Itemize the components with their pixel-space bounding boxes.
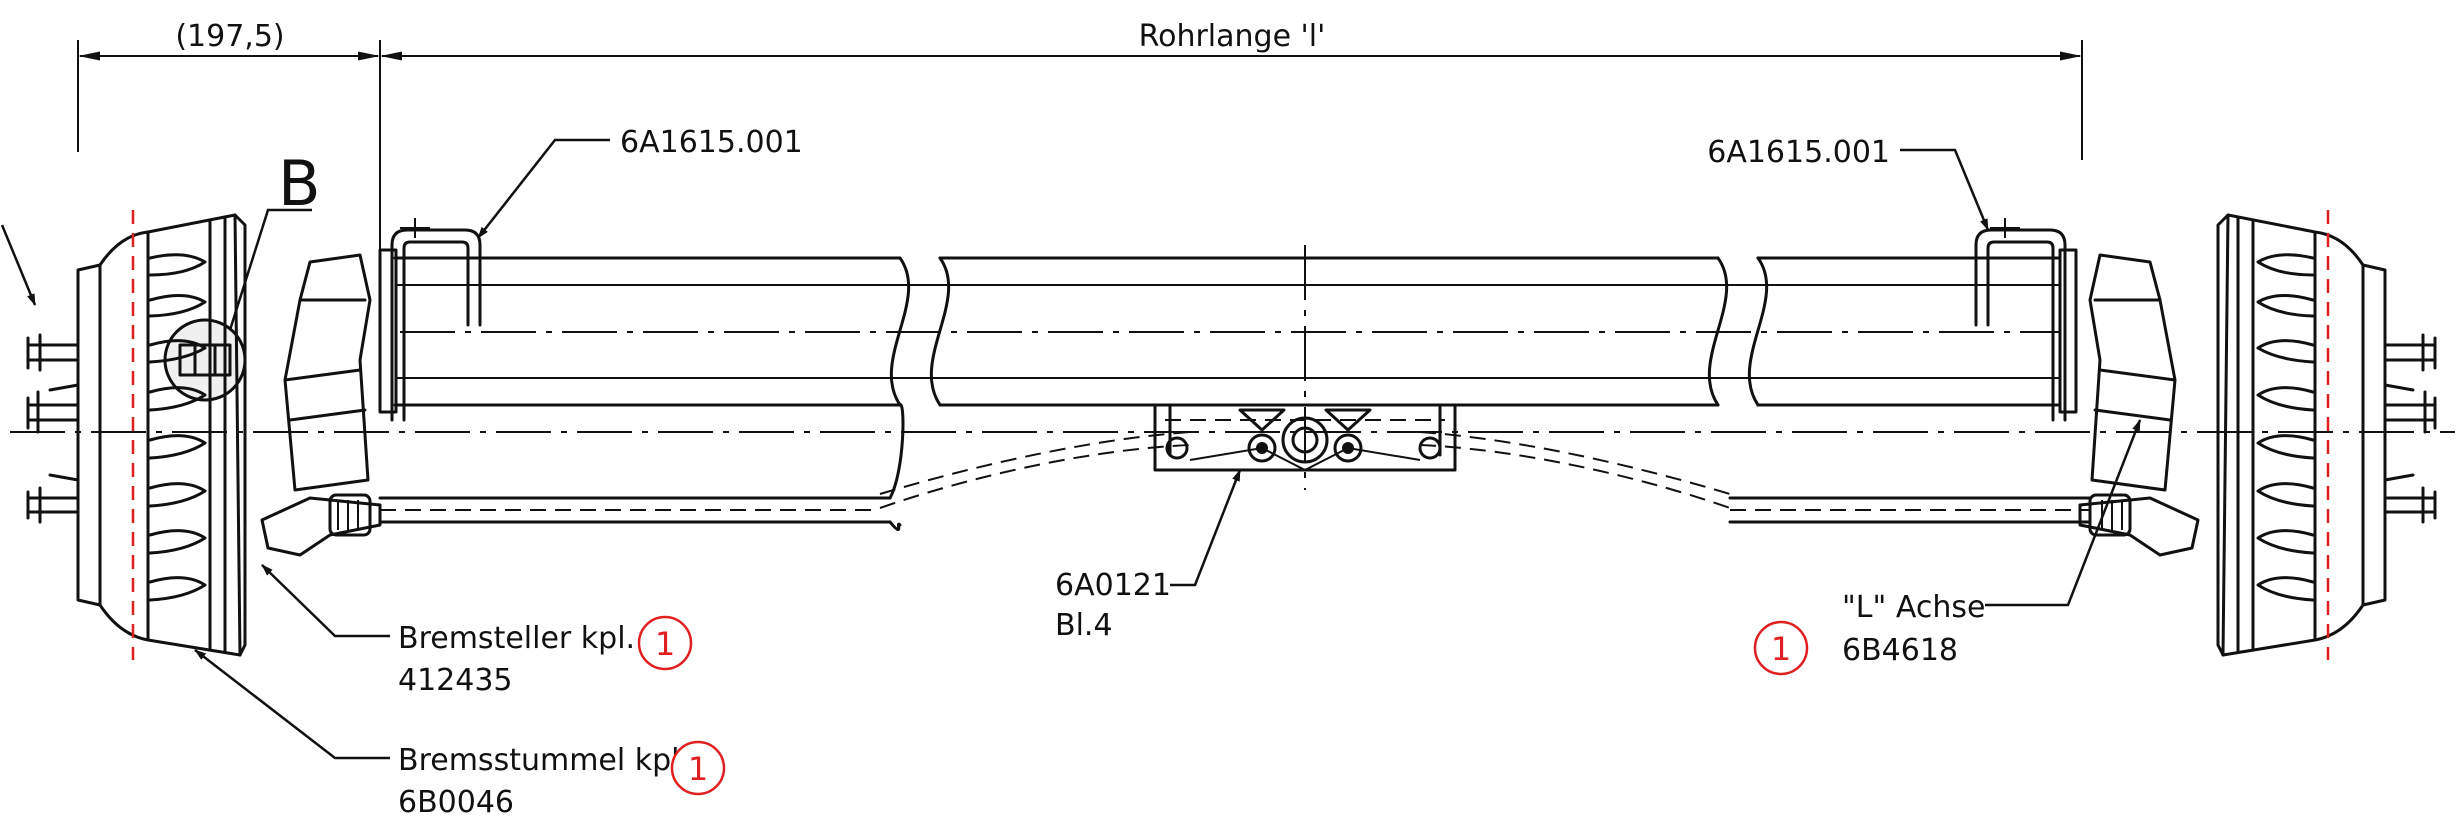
revision-circle-brake-actuator (637, 615, 693, 671)
clamp-left-part-number: 6A1615.001 (620, 125, 803, 160)
hub-offset-value: (197,5) (175, 19, 284, 54)
brake-stub-number: 6B0046 (398, 785, 514, 820)
drum-fins-left (148, 253, 207, 602)
callout-clamp-left: 6A1615.001 (477, 125, 803, 239)
dimension-tube-length: Rohrlange 'l' (380, 19, 2083, 160)
wheel-studs-right (2383, 333, 2437, 524)
revision-mark-brake-actuator: 1 (655, 625, 675, 663)
brake-drum-right (2216, 210, 2387, 660)
callout-brake-stub: Bremsstummel kpl. 6B0046 1 (194, 649, 726, 820)
callout-top-left-arrow (0, 224, 37, 306)
center-bracket (1153, 403, 1457, 472)
axle-label: "L" Achse (1842, 590, 1985, 625)
suspension-arm-left (260, 253, 382, 557)
brake-actuator-number: 412435 (398, 663, 513, 698)
u-bolt-left (390, 218, 482, 422)
wheel-studs-left (26, 333, 80, 524)
callout-clamp-right: 6A1615.001 (1707, 135, 1990, 231)
clamp-right-part-number: 6A1615.001 (1707, 135, 1890, 170)
revision-mark-brake-stub: 1 (688, 750, 708, 788)
callout-center-bracket: 6A0121 Bl.4 (1055, 469, 1242, 643)
brake-actuator-label: Bremsteller kpl. (398, 621, 635, 656)
drum-fins-right (2256, 253, 2315, 602)
detail-b-label: B (278, 147, 321, 220)
callout-brake-actuator: Bremsteller kpl. 412435 1 (261, 564, 693, 698)
detail-b-marker: B (163, 147, 321, 402)
tube-length-value: Rohrlange 'l' (1139, 19, 1326, 54)
bracket-part-number: 6A0121 (1055, 568, 1171, 603)
brake-rods (378, 403, 2092, 532)
suspension-arm-right (2078, 253, 2200, 557)
dimension-hub-offset: (197,5) (77, 19, 381, 300)
revision-circle-axle (1753, 620, 1809, 676)
callout-axle: "L" Achse 6B4618 1 (1753, 419, 2142, 676)
revision-circle-brake-stub (670, 740, 726, 796)
brake-stub-label: Bremsstummel kpl. (398, 743, 689, 778)
u-bolt-right (1974, 218, 2067, 422)
brake-drum-left (76, 210, 247, 660)
bracket-sheet: Bl.4 (1055, 608, 1113, 643)
axle-tube (378, 248, 2078, 414)
axle-number: 6B4618 (1842, 633, 1958, 668)
revision-mark-axle: 1 (1771, 630, 1791, 668)
